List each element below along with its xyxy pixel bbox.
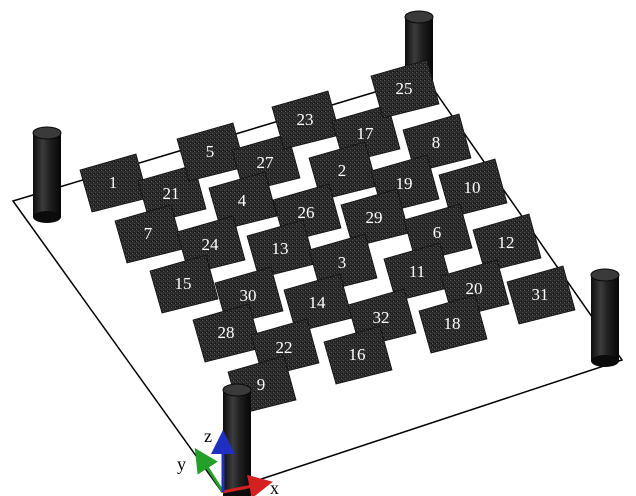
tile-surface xyxy=(418,294,488,354)
tile-label: 20 xyxy=(466,279,483,298)
tile-surface xyxy=(370,59,440,119)
y-axis-arrow xyxy=(194,447,225,493)
tile-18: 18 xyxy=(418,294,488,354)
tile-label: 28 xyxy=(218,323,235,342)
tile-label: 30 xyxy=(240,286,257,305)
pillar-top xyxy=(404,10,434,24)
tile-label: 15 xyxy=(175,274,192,293)
tile-surface xyxy=(323,325,393,385)
tile-label: 18 xyxy=(444,314,461,333)
tile-surface xyxy=(208,171,278,231)
tile-label: 25 xyxy=(396,79,413,98)
tile-label: 10 xyxy=(464,178,481,197)
tile-label: 23 xyxy=(297,110,314,129)
pillar-top xyxy=(32,126,62,140)
tile-label: 5 xyxy=(206,142,215,161)
tile-label: 13 xyxy=(272,239,289,258)
tile-label: 21 xyxy=(163,184,180,203)
tile-label: 6 xyxy=(433,223,442,242)
tile-12: 12 xyxy=(472,213,542,273)
tile-28: 28 xyxy=(192,303,262,363)
tile-31: 31 xyxy=(506,265,576,325)
tile-23: 23 xyxy=(271,90,341,150)
tile-label: 9 xyxy=(257,375,266,394)
pillar-front-right xyxy=(590,268,620,367)
tile-13: 13 xyxy=(246,219,316,279)
tile-label: 3 xyxy=(338,253,347,272)
z-axis-label: z xyxy=(204,426,212,446)
tile-label: 7 xyxy=(144,224,153,243)
tile-label: 31 xyxy=(532,285,549,304)
tile-3: 3 xyxy=(308,233,378,293)
tile-surface xyxy=(472,213,542,273)
tile-surface xyxy=(149,254,219,314)
tile-label: 12 xyxy=(498,233,515,252)
tile-10: 10 xyxy=(438,158,508,218)
tile-16: 16 xyxy=(323,325,393,385)
pillar-top xyxy=(222,383,252,397)
pillar-base xyxy=(591,355,619,367)
tile-surface xyxy=(403,203,473,263)
tile-label: 11 xyxy=(409,262,425,281)
tile-label: 16 xyxy=(349,345,366,364)
tile-label: 29 xyxy=(366,208,383,227)
tile-label: 22 xyxy=(276,338,293,357)
pillar-body xyxy=(591,275,619,361)
tile-label: 1 xyxy=(109,173,118,192)
tile-surface xyxy=(438,158,508,218)
tile-6: 6 xyxy=(403,203,473,263)
tile-1: 1 xyxy=(79,153,149,213)
tile-15: 15 xyxy=(149,254,219,314)
tile-label: 4 xyxy=(238,191,247,210)
pillar-front-left xyxy=(222,383,252,496)
tile-surface xyxy=(308,233,378,293)
tile-surface xyxy=(506,265,576,325)
tile-label: 27 xyxy=(257,153,275,172)
pillar-base xyxy=(33,211,61,223)
x-axis-arrow xyxy=(222,474,273,496)
axis-triad: x y z xyxy=(177,426,279,496)
tile-label: 19 xyxy=(396,174,413,193)
tile-label: 2 xyxy=(338,161,347,180)
pillar-back-left xyxy=(32,126,62,223)
tile-label: 24 xyxy=(202,235,220,254)
pillar-top xyxy=(590,268,620,282)
tile-label: 17 xyxy=(357,124,375,143)
tile-label: 32 xyxy=(373,308,390,327)
pillar-body xyxy=(223,390,251,496)
tile-25: 25 xyxy=(370,59,440,119)
tile-label: 8 xyxy=(432,133,441,152)
y-axis-label: y xyxy=(177,454,186,474)
pillar-body xyxy=(33,133,61,217)
x-axis-label: x xyxy=(270,478,279,496)
tile-7: 7 xyxy=(114,204,184,264)
tile-label: 14 xyxy=(309,293,327,312)
tile-label: 26 xyxy=(298,203,315,222)
tile-4: 4 xyxy=(208,171,278,231)
